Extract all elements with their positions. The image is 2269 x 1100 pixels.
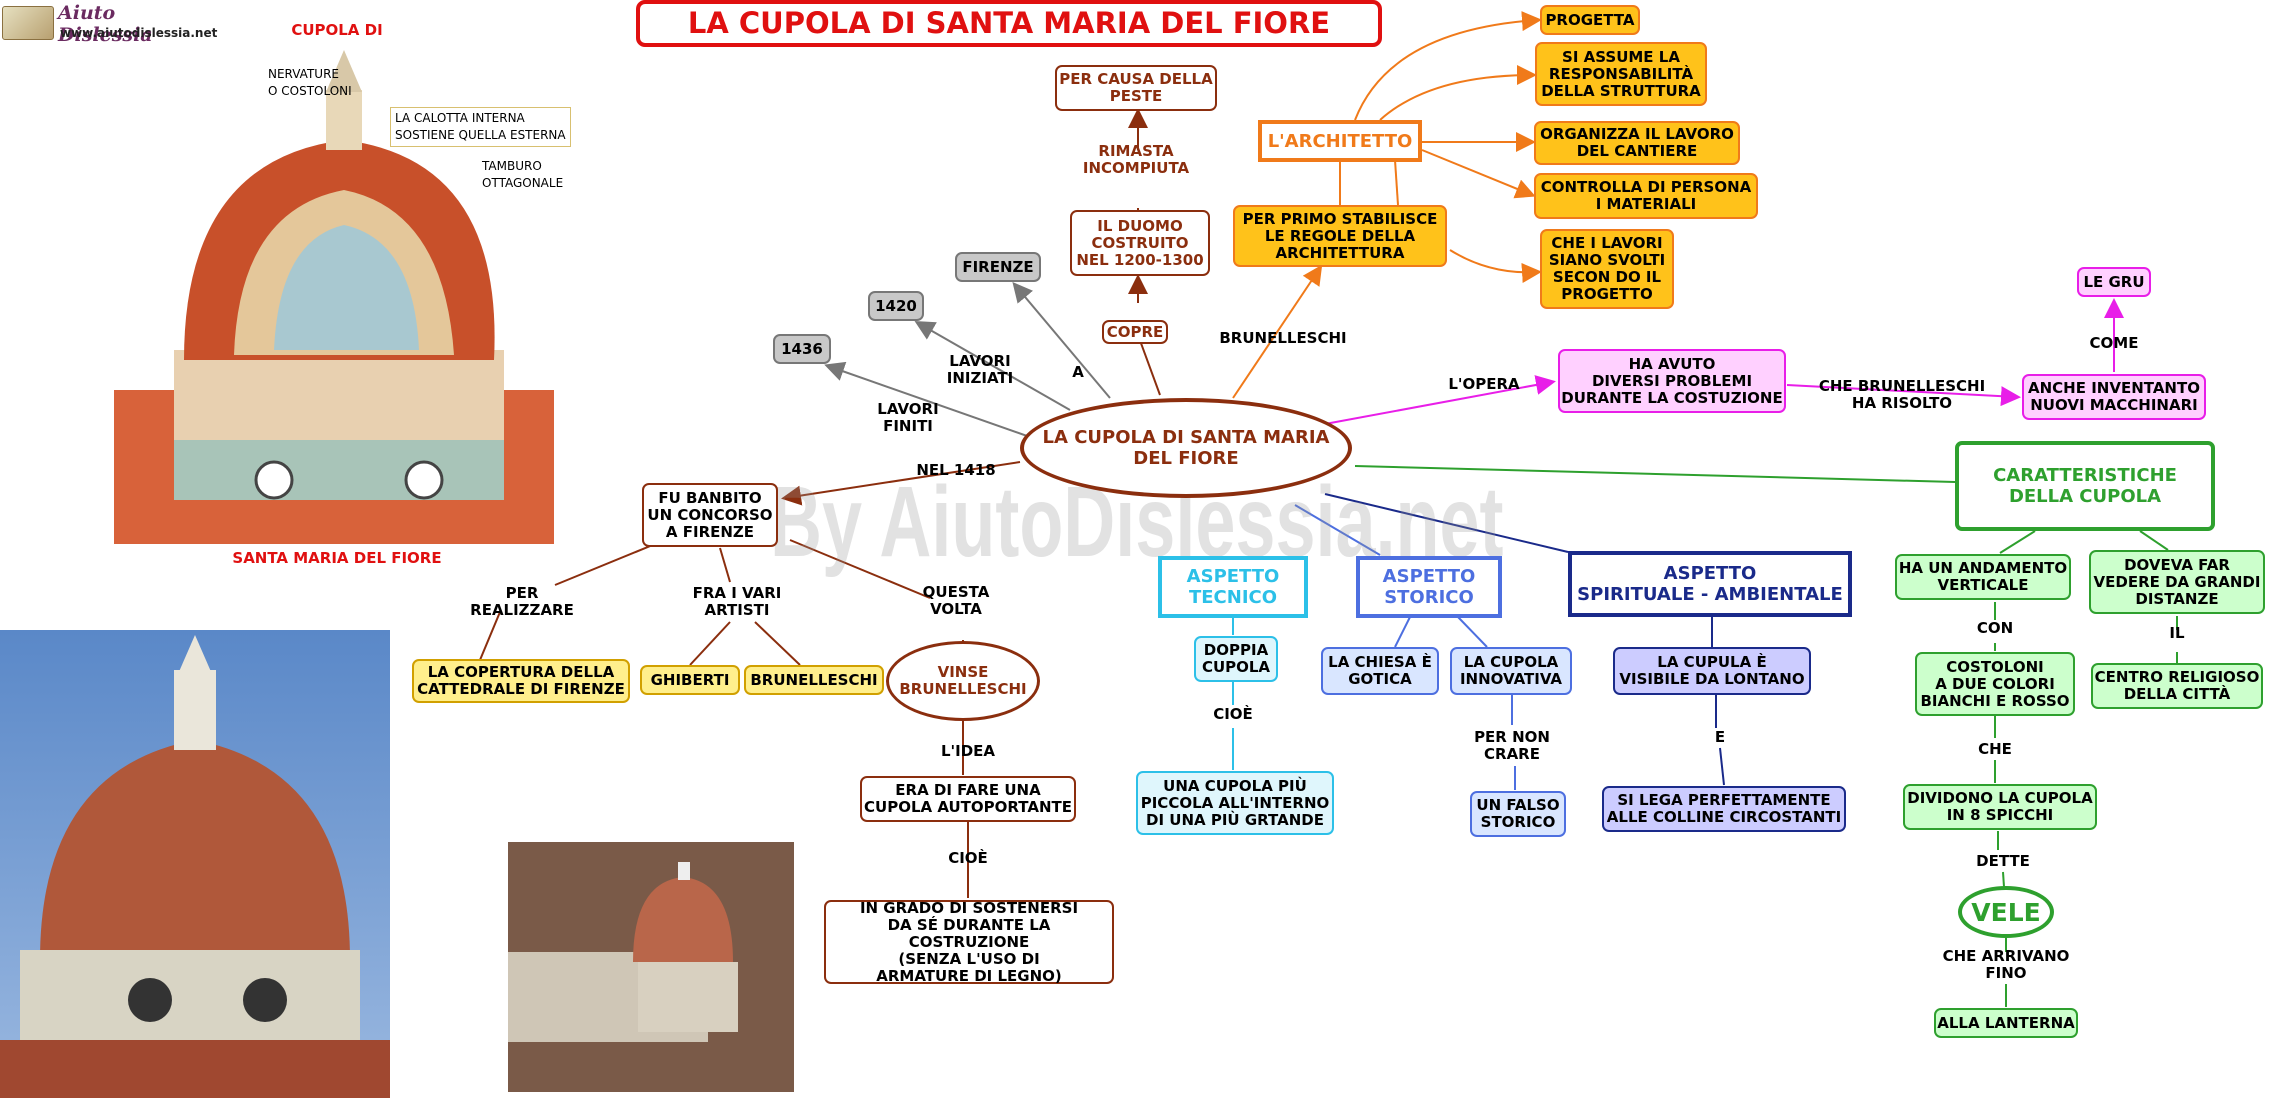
label-risolto: CHE BRUNELLESCHI HA RISOLTO [1818,377,1986,412]
label-per-non-crare: PER NON CRARE [1474,728,1550,763]
label-rimasta: RIMASTA INCOMPIUTA [1082,142,1190,177]
label-arrivano: CHE ARRIVANO FINO [1942,947,2070,982]
node-responsabilita: SI ASSUME LA RESPONSABILITÀ DELLA STRUTT… [1535,42,1707,106]
node-copre: COPRE [1102,320,1168,344]
node-progetta: PROGETTA [1540,5,1640,35]
aerial-photo [508,842,794,1092]
node-architetto: L'ARCHITETTO [1258,120,1422,162]
logo-name: Aiuto Dislessia [58,2,153,46]
label-brunelleschi: BRUNELLESCHI [1219,329,1347,347]
logo: Aiuto Dislessia www.aiutodislessia.net [2,2,217,46]
node-1420: 1420 [868,291,924,321]
label-cioe-tecnico: CIOÈ [1213,705,1253,723]
label-questa-volta: QUESTA VOLTA [922,583,990,618]
node-vinse: VINSE BRUNELLESCHI [886,641,1040,721]
logo-url: www.aiutodislessia.net [60,26,218,40]
node-centro: CENTRO RELIGIOSO DELLA CITTÀ [2091,663,2263,709]
logo-book-icon [2,6,54,40]
node-controlla: CONTROLLA DI PERSONA I MATERIALI [1534,173,1758,219]
label-idea: L'IDEA [940,742,996,760]
node-piu-piccola: UNA CUPOLA PIÙ PICCOLA ALL'INTERNO DI UN… [1136,771,1334,835]
node-falso-storico: UN FALSO STORICO [1470,791,1566,837]
node-firenze: FIRENZE [955,252,1041,282]
node-distanze: DOVEVA FAR VEDERE DA GRANDI DISTANZE [2089,550,2265,614]
dome-photo [0,630,390,1098]
node-gotica: LA CHIESA È GOTICA [1321,647,1439,695]
node-doppia-cupola: DOPPIA CUPOLA [1194,636,1278,682]
illustration-top-label: CUPOLA DI [291,21,383,39]
node-lavori-progetto: CHE I LAVORI SIANO SVOLTI SECON DO IL PR… [1540,229,1674,309]
label-il: IL [2169,624,2185,642]
node-innovativa: LA CUPOLA INNOVATIVA [1450,647,1572,695]
node-colline: SI LEGA PERFETTAMENTE ALLE COLLINE CIRCO… [1602,786,1846,832]
annotation-nervature: NERVATURE O COSTOLONI [268,67,352,98]
label-per-realizzare: PER REALIZZARE [470,584,574,619]
annotation-tamburo: TAMBURO OTTAGONALE [482,159,564,190]
node-macchinari: ANCHE INVENTANTO NUOVI MACCHINARI [2022,374,2206,420]
central-topic: LA CUPOLA DI SANTA MARIA DEL FIORE [1020,398,1352,498]
node-organizza: ORGANIZZA IL LAVORO DEL CANTIERE [1534,121,1740,165]
node-lanterna: ALLA LANTERNA [1934,1008,2078,1038]
node-vele: VELE [1958,886,2054,938]
page-title: LA CUPOLA DI SANTA MARIA DEL FIORE [636,0,1382,47]
node-idea: ERA DI FARE UNA CUPOLA AUTOPORTANTE [860,776,1076,822]
label-fra-artisti: FRA I VARI ARTISTI [692,584,782,619]
node-gru: LE GRU [2077,267,2151,297]
annotation-calotta: LA CALOTTA INTERNA SOSTIENE QUELLA ESTER… [390,107,571,147]
label-con: CON [1976,619,2014,637]
label-nel-1418: NEL 1418 [916,461,996,479]
node-banbito: FU BANBITO UN CONCORSO A FIRENZE [642,483,778,547]
label-come: COME [2089,334,2139,352]
label-opera: L'OPERA [1448,375,1520,393]
label-lavori-finiti: LAVORI FINITI [877,400,939,435]
node-problemi: HA AVUTO DIVERSI PROBLEMI DURANTE LA COS… [1558,349,1786,413]
node-1436: 1436 [773,334,831,364]
node-stabilisce: PER PRIMO STABILISCE LE REGOLE DELLA ARC… [1233,205,1447,267]
node-sostenersi: IN GRADO DI SOSTENERSI DA SÉ DURANTE LA … [824,899,1114,984]
node-spicchi: DIVIDONO LA CUPOLA IN 8 SPICCHI [1903,784,2097,830]
node-visibile: LA CUPULA È VISIBILE DA LONTANO [1613,647,1811,695]
node-aspetto-storico: ASPETTO STORICO [1356,556,1502,618]
node-ghiberti: GHIBERTI [640,665,740,695]
node-copertura: LA COPERTURA DELLA CATTEDRALE DI FIRENZE [412,659,630,703]
illustration-bottom-label: SANTA MARIA DEL FIORE [232,549,442,567]
dome-cutaway-illustration [114,50,554,544]
label-lavori-iniziati: LAVORI INIZIATI [946,352,1014,387]
node-verticale: HA UN ANDAMENTO VERTICALE [1895,554,2071,600]
label-che: CHE [1978,740,2012,758]
node-peste: PER CAUSA DELLA PESTE [1055,65,1217,111]
node-aspetto-spirituale: ASPETTO SPIRITUALE - AMBIENTALE [1568,551,1852,617]
label-a: A [1072,363,1084,381]
label-dette: DETTE [1976,852,2030,870]
node-duomo: IL DUOMO COSTRUITO NEL 1200-1300 [1070,210,1210,276]
label-e: E [1714,728,1726,746]
node-aspetto-tecnico: ASPETTO TECNICO [1158,556,1308,618]
node-brunelleschi: BRUNELLESCHI [744,665,884,695]
node-costoloni: COSTOLONI A DUE COLORI BIANCHI E ROSSO [1915,652,2075,716]
label-cioe-idea: CIOÈ [948,849,988,867]
node-caratteristiche: CARATTERISTICHE DELLA CUPOLA [1955,441,2215,531]
